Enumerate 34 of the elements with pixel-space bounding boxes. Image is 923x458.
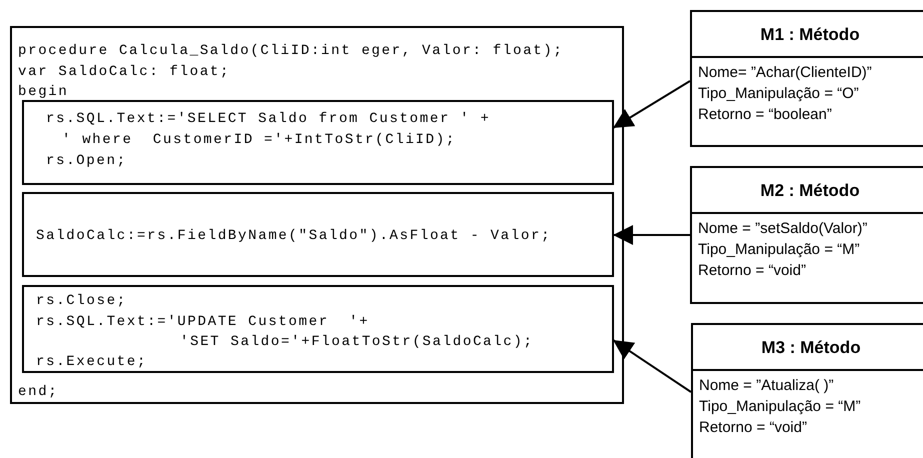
code-line: rs.Open; (46, 152, 127, 171)
arrow (612, 339, 692, 393)
method-title: M3 : Método (760, 337, 862, 358)
code-line: ' where CustomerID ='+IntToStr(CliID); (62, 131, 456, 150)
method-title: M2 : Método (759, 180, 861, 201)
arrow (612, 80, 691, 129)
method-title: M1 : Método (759, 24, 861, 45)
code-line: begin (18, 83, 69, 102)
attribute-text: Tipo_Manipulação = “O” (698, 84, 859, 104)
code-line: rs.Execute; (36, 353, 148, 372)
attribute-text: Nome = ”setSaldo(Valor)” (698, 219, 868, 239)
code-block-box (22, 285, 614, 373)
code-line: procedure Calcula_Saldo(CliID:int eger, Valor: float); (18, 42, 564, 61)
attribute-text: Nome= ”Achar(ClienteID)” (698, 63, 872, 83)
code-line: var SaldoCalc: float; (18, 63, 230, 82)
method-box (690, 166, 923, 304)
code-line: 'SET Saldo='+FloatToStr(SaldoCalc); (180, 333, 534, 352)
attribute-text: Nome = ”Atualiza( )” (699, 376, 834, 396)
attribute-text: Retorno = “boolean” (698, 105, 832, 125)
code-line: end; (18, 383, 58, 402)
method-box (690, 10, 923, 147)
code-block-box (10, 26, 624, 404)
code-block-box (22, 192, 614, 277)
attribute-text: Retorno = “void” (698, 261, 806, 281)
code-line: rs.SQL.Text:='SELECT Saldo from Customer ' + (46, 110, 490, 129)
code-line: rs.Close; (36, 292, 127, 311)
attribute-text: Retorno = “void” (699, 418, 807, 438)
arrow (613, 225, 690, 245)
code-line: SaldoCalc:=rs.FieldByName("Saldo").AsFloat - Valor; (36, 227, 552, 246)
method-box (691, 323, 923, 458)
code-line: rs.SQL.Text:='UPDATE Customer '+ (36, 313, 370, 332)
code-block-box (22, 100, 614, 185)
attribute-text: Tipo_Manipulação = “M” (698, 240, 860, 260)
attribute-text: Tipo_Manipulação = “M” (699, 397, 861, 417)
